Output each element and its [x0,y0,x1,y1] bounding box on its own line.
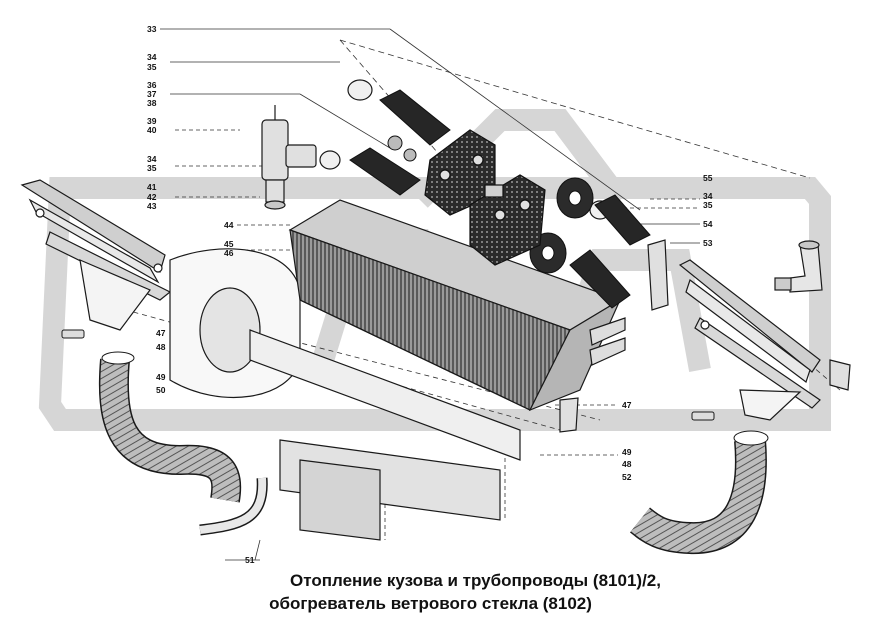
callout-50: 50 [156,385,166,395]
callout-46: 46 [224,248,234,258]
elbow-fitting [774,240,823,293]
callout-labels: 33 34 35 36 37 38 39 40 34 35 41 42 43 4… [147,24,713,565]
bracket [559,239,851,433]
callout-35: 35 [703,200,713,210]
callout-53: 53 [703,238,713,248]
callout-40: 40 [147,125,157,135]
callout-45: 45 [224,239,234,249]
callout-47: 47 [622,400,632,410]
callout-49: 49 [622,447,632,457]
callout-42: 42 [147,192,157,202]
callout-38: 38 [147,98,157,108]
heater-core-radiator [288,199,626,412]
callout-36: 36 [147,80,157,90]
callout-37: 37 [147,89,157,99]
callout-44: 44 [224,220,234,230]
callout-51: 51 [245,555,255,565]
callout-48: 48 [622,459,632,469]
nut [387,135,417,162]
right-flex-hose [630,430,769,555]
rubber-seal-ring [529,177,594,274]
screw [61,329,715,421]
rubber-hose [349,89,651,309]
water-valve [261,105,317,210]
callout-55: 55 [703,173,713,183]
callout-33: 33 [147,24,157,34]
figure-caption-line-1: Отопление кузова и трубопроводы (8101)/2… [290,571,661,590]
figure-caption-line-2: обогреватель ветрового стекла (8102) [269,594,592,613]
left-defroster-nozzle [20,179,172,331]
callout-35: 35 [147,62,157,72]
heater-housing [169,248,521,541]
callout-34: 34 [703,191,713,201]
right-defroster-nozzle [678,259,821,421]
callout-52: 52 [622,472,632,482]
callout-48: 48 [156,342,166,352]
callout-41: 41 [147,182,157,192]
drain-hose [199,477,268,536]
gasket-flange [424,129,546,266]
callout-35: 35 [147,163,157,173]
callout-34: 34 [147,52,157,62]
callout-43: 43 [147,201,157,211]
callout-39: 39 [147,116,157,126]
callout-54: 54 [703,219,713,229]
callout-47: 47 [156,328,166,338]
callout-49: 49 [156,372,166,382]
callout-34: 34 [147,154,157,164]
left-flex-hose [98,351,242,503]
